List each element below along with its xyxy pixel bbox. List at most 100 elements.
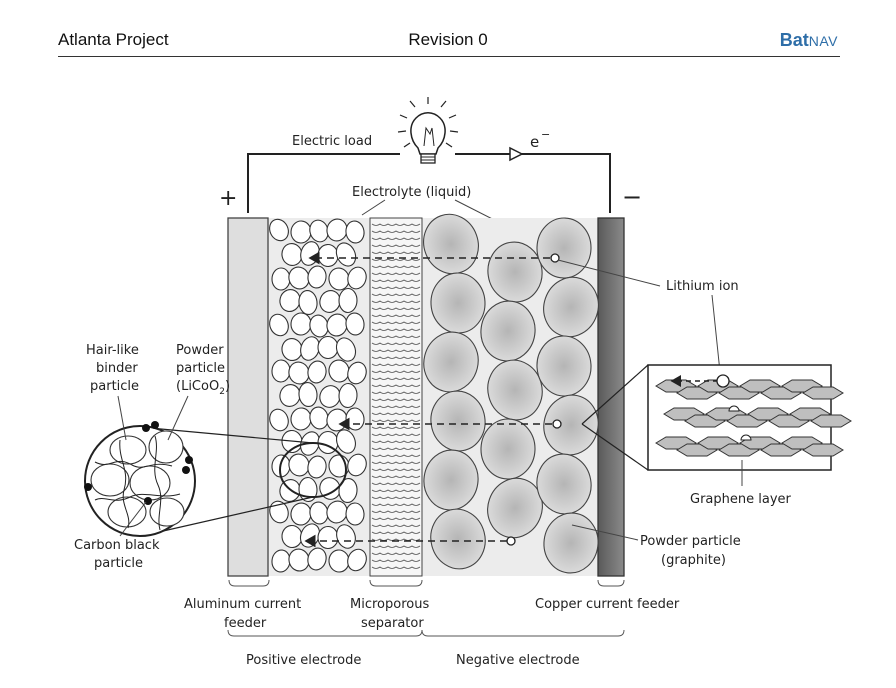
separator-fiber [371, 398, 421, 401]
cathode-particle [335, 242, 357, 267]
formula-prefix: (LiCoO [176, 379, 219, 394]
separator-fiber [371, 335, 421, 338]
lithium-ion-dot [716, 374, 730, 388]
binder-label-line3: particle [90, 379, 139, 394]
separator-fiber [371, 475, 421, 478]
cathode-particle [335, 337, 357, 362]
powder-label-line1: Powder [176, 343, 224, 358]
separator-fiber [371, 510, 421, 513]
cathode-particle [269, 500, 289, 524]
separator-fiber [371, 384, 421, 387]
cathode-particle [307, 455, 327, 479]
graphite-particle [430, 508, 486, 570]
microporous-separator [369, 217, 423, 577]
cathode-particle [317, 335, 339, 360]
cathode-particle [338, 477, 358, 504]
cathode-particle [347, 266, 367, 290]
separator-fiber [371, 244, 421, 247]
binder-label-line1: Hair-like [86, 343, 139, 358]
separator-fiber [371, 503, 421, 506]
separator-fiber [371, 566, 421, 569]
powder-label-line2: particle [176, 361, 225, 376]
separator-fiber [371, 440, 421, 443]
separator-fiber [371, 314, 421, 317]
cathode-particle [269, 408, 289, 432]
separator-fiber [371, 545, 421, 548]
copper-feeder-label: Copper current feeder [535, 597, 680, 612]
cathode-particle [338, 287, 358, 314]
logo-light-part: NAV [808, 33, 838, 49]
graphite-particle [487, 477, 543, 539]
formula-subscript: 2 [219, 387, 225, 397]
separator-fiber [371, 265, 421, 268]
cathode-particle [338, 382, 358, 409]
cathode-particle [271, 359, 291, 383]
logo-bold-part: Bat [779, 30, 809, 50]
separator-fiber [371, 328, 421, 331]
graphene-hexagon [802, 386, 844, 400]
separator-fiber [371, 531, 421, 534]
negative-terminal-label: − [622, 183, 642, 211]
graphene-hexagon [810, 414, 852, 428]
separator-fiber [371, 356, 421, 359]
separator-fiber [371, 321, 421, 324]
cathode-particle [345, 312, 365, 336]
cathode-particle [298, 289, 318, 316]
cathode-particle [347, 361, 367, 385]
cathode-particle [269, 313, 289, 337]
separator-fiber [371, 552, 421, 555]
lithium-ion-paths [304, 251, 552, 548]
graphite-particle [423, 213, 479, 275]
separator-fiber [371, 489, 421, 492]
electron-flow-arrow [509, 146, 524, 162]
aluminum-feeder-label-line2: feeder [224, 616, 267, 631]
lithium-ion-dot [552, 419, 562, 429]
electric-load-label: Electric load [292, 134, 372, 149]
cathode-particle [307, 360, 327, 384]
separator-fiber [371, 363, 421, 366]
electron-charge-label: − [541, 128, 550, 141]
graphite-particle [423, 449, 479, 511]
separator-fiber [371, 370, 421, 373]
separator-fiber [371, 223, 421, 226]
cathode-magnified-inset [84, 421, 347, 537]
positive-electrode-label: Positive electrode [246, 653, 361, 668]
separator-fiber [371, 251, 421, 254]
negative-electrode-label: Negative electrode [456, 653, 580, 668]
aluminum-current-feeder [227, 217, 269, 577]
cathode-particle [336, 524, 356, 549]
separator-fiber [371, 237, 421, 240]
separator-fiber [371, 377, 421, 380]
graphite-particle [423, 331, 479, 393]
binder-label-line2: binder [96, 361, 138, 376]
separator-fiber [371, 279, 421, 282]
carbon-black-label-line1: Carbon black [74, 538, 160, 553]
separator-fiber [371, 433, 421, 436]
graphene-hexagon [802, 443, 844, 457]
separator-fiber [371, 524, 421, 527]
graphite-particle [543, 276, 599, 338]
graphite-particle [487, 359, 543, 421]
separator-fiber [371, 482, 421, 485]
electrolyte-label: Electrolyte (liquid) [352, 185, 471, 200]
powder-formula-label: (LiCoO2) [176, 379, 230, 397]
separator-fiber [371, 391, 421, 394]
component-brackets [227, 579, 625, 637]
separator-fiber [371, 419, 421, 422]
graphite-particle [480, 300, 536, 362]
separator-label-line1: Microporous [350, 597, 429, 612]
positive-terminal-label: + [219, 186, 237, 211]
electron-label: e [530, 133, 539, 151]
header-divider [58, 56, 840, 57]
separator-fiber [371, 496, 421, 499]
batnav-logo: BatNAV [780, 30, 838, 51]
cathode-particle [307, 547, 327, 571]
separator-fiber [371, 258, 421, 261]
separator-fiber [371, 454, 421, 457]
cathode-particle [307, 265, 327, 289]
separator-fiber [371, 461, 421, 464]
graphite-label-line2: (graphite) [661, 553, 726, 568]
separator-label-line2: separator [361, 616, 424, 631]
lithium-ion-dots [506, 253, 562, 546]
